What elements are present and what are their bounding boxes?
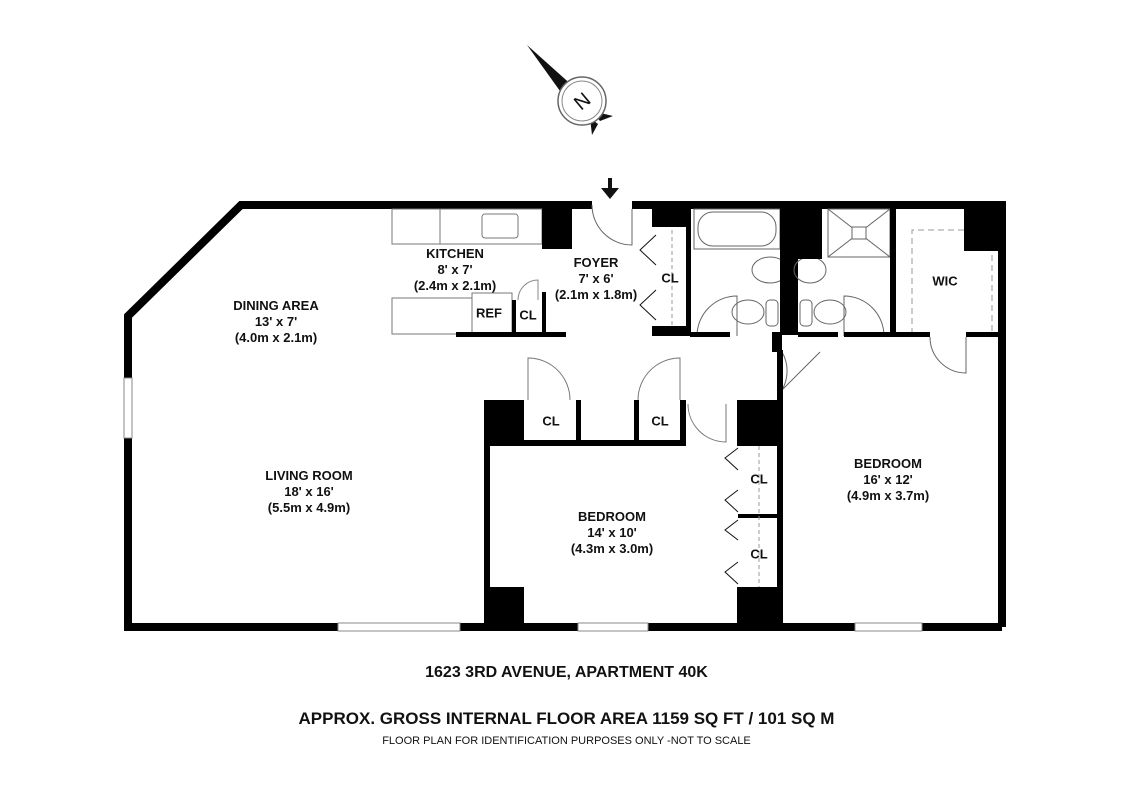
room-label-foyer: FOYER 7' x 6' (2.1m x 1.8m): [555, 255, 637, 303]
room-dimensions-metric: (5.5m x 4.9m): [267, 500, 351, 515]
room-dimensions-metric: (2.4m x 2.1m): [413, 278, 497, 293]
room-label-bedroom-2: BEDROOM 16' x 12' (4.9m x 3.7m): [847, 456, 929, 504]
room-name: LIVING ROOM: [265, 468, 353, 483]
room-label-dining: DINING AREA 13' x 7' (4.0m x 2.1m): [233, 298, 318, 346]
room-dimensions-metric: (4.3m x 3.0m): [570, 541, 654, 556]
room-name: FOYER: [573, 255, 619, 270]
room-dimensions-imperial: 16' x 12': [863, 472, 913, 487]
room-dimensions-imperial: 14' x 10': [587, 525, 637, 540]
room-label-living: LIVING ROOM 18' x 16' (5.5m x 4.9m): [265, 468, 352, 516]
room-dimensions-imperial: 8' x 7': [437, 262, 473, 277]
disclaimer-caption: FLOOR PLAN FOR IDENTIFICATION PURPOSES O…: [382, 735, 751, 747]
room-dimensions-metric: (4.0m x 2.1m): [234, 330, 318, 345]
room-dimensions-metric: (2.1m x 1.8m): [554, 287, 638, 302]
hall-closet-left-label: CL: [542, 413, 560, 429]
room-dimensions-imperial: 7' x 6': [578, 271, 614, 286]
bathroom-fixtures: [693, 208, 789, 337]
foyer-closet-label: CL: [661, 270, 679, 286]
floor-area-caption: APPROX. GROSS INTERNAL FLOOR AREA 1159 S…: [298, 709, 835, 728]
room-name: BEDROOM: [854, 456, 922, 471]
room-dimensions-imperial: 13' x 7': [254, 314, 298, 329]
room-name: BEDROOM: [578, 509, 646, 524]
room-name: KITCHEN: [426, 246, 484, 261]
hall-closet-right-label: CL: [651, 413, 669, 429]
windows: [123, 377, 923, 632]
address-caption: 1623 3RD AVENUE, APARTMENT 40K: [425, 664, 708, 681]
room-dimensions-metric: (4.9m x 3.7m): [846, 488, 930, 503]
compass-icon: N: [527, 45, 613, 135]
room-dimensions-imperial: 18' x 16': [284, 484, 334, 499]
kitchen-closet-label: CL: [519, 307, 537, 323]
entry-arrow-icon: [601, 178, 619, 199]
wic-label: WIC: [932, 273, 958, 289]
room-name: DINING AREA: [233, 298, 319, 313]
room-label-kitchen: KITCHEN 8' x 7' (2.4m x 2.1m): [414, 246, 496, 294]
ref-label: REF: [476, 305, 502, 321]
bedroom-closet-bottom-label: CL: [750, 546, 768, 562]
bedroom-closet-top-label: CL: [750, 471, 768, 487]
room-label-bedroom-1: BEDROOM 14' x 10' (4.3m x 3.0m): [571, 509, 653, 557]
